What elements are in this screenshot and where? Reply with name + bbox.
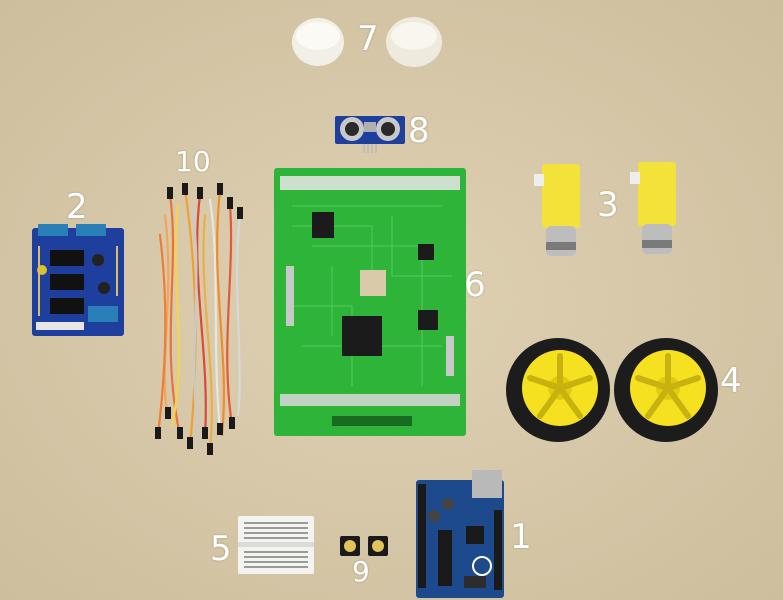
label-caps: 7 xyxy=(357,19,379,59)
jumper-wire-icon xyxy=(155,183,243,455)
pcb-icon xyxy=(274,168,466,436)
label-jumper-wires: 10 xyxy=(175,145,211,178)
breadboard-icon xyxy=(238,516,314,574)
wheel-icon xyxy=(506,338,718,442)
label-motor-shield: 2 xyxy=(66,187,88,227)
push-button-icon xyxy=(340,536,388,556)
ultrasonic-sensor-icon xyxy=(335,116,405,153)
arduino-board-icon xyxy=(416,470,504,598)
cap-icon xyxy=(292,17,442,67)
label-arduino: 1 xyxy=(510,517,532,557)
label-breadboard: 5 xyxy=(210,529,232,569)
label-pcb-board: 6 xyxy=(464,265,486,305)
label-wheels: 4 xyxy=(720,361,742,401)
label-gear-motors: 3 xyxy=(597,185,619,225)
label-ultrasonic-sensor: 8 xyxy=(408,111,430,151)
gear-motor-icon xyxy=(534,162,676,256)
label-push-buttons: 9 xyxy=(352,555,370,588)
motor-shield-icon xyxy=(32,224,124,336)
